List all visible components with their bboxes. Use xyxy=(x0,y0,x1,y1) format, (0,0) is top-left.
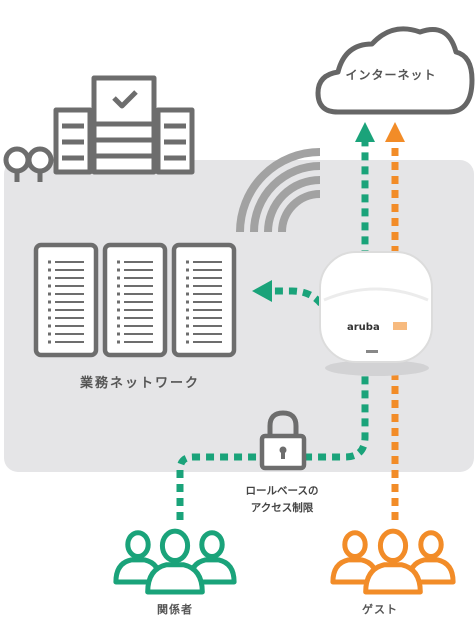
building-icon xyxy=(3,75,195,182)
rack-lines xyxy=(48,260,222,344)
cloud-icon xyxy=(315,26,475,115)
staff-label: 関係者 xyxy=(157,603,193,616)
role-access-label-line1: ロールベースの xyxy=(245,485,319,497)
access-point-brand: aruba xyxy=(347,322,380,333)
guest-label: ゲスト xyxy=(362,603,398,616)
corporate-zone xyxy=(4,160,474,472)
access-point-icon: aruba xyxy=(319,251,433,376)
staff-business-arrow xyxy=(252,280,272,302)
people-icon-guest xyxy=(330,528,456,595)
business-network-label: 業務ネットワーク xyxy=(79,376,200,391)
role-access-label: ロールベースの アクセス制限 xyxy=(222,483,342,517)
lock-icon xyxy=(259,410,307,471)
internet-label: インターネット xyxy=(345,68,437,82)
wifi-icon xyxy=(236,148,321,233)
guest-upload-arrow xyxy=(385,122,405,142)
role-access-label-line2: アクセス制限 xyxy=(250,502,314,514)
people-icon-staff xyxy=(113,528,237,595)
staff-upload-arrow xyxy=(355,122,375,142)
